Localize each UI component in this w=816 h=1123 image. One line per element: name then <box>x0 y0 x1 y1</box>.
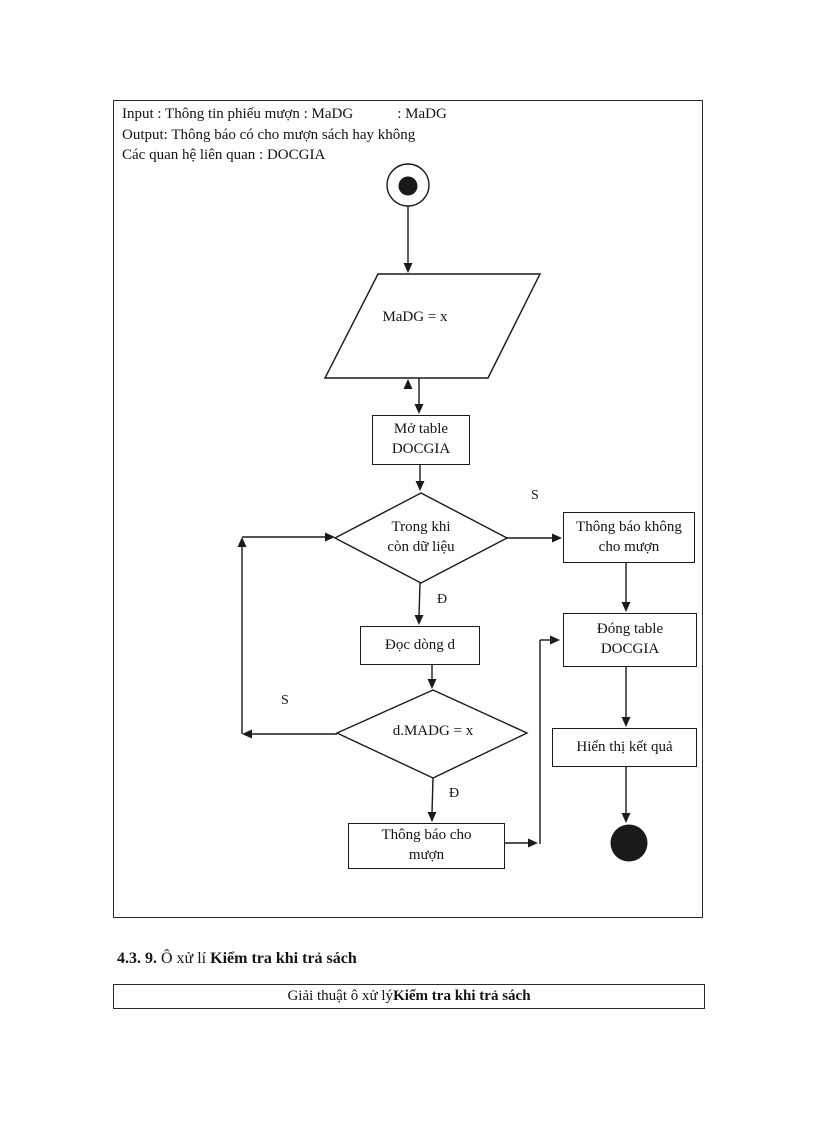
notify-yes-box: Thông báo cho mượn <box>348 823 505 869</box>
arrow-while-true <box>414 582 424 625</box>
connector-notifyyes-to-close <box>505 635 560 848</box>
input-line: Input : Thông tin phiếu mượn : MaDG : MaD… <box>122 104 697 125</box>
check-diamond-label: d.MADG = x <box>392 723 474 740</box>
input-line-extra: : MaDG <box>397 106 447 122</box>
arrow-check-true <box>427 777 437 822</box>
open-table-line2: DOCGIA <box>391 441 451 457</box>
show-result-box: Hiển thị kết quả <box>552 728 697 767</box>
section-heading-normal: Ô xử lí <box>157 950 211 967</box>
while-line1: Trong khi <box>391 519 451 536</box>
open-table-line1: Mở table <box>393 421 449 438</box>
io-spec-block: Input : Thông tin phiếu mượn : MaDG : MaD… <box>122 104 697 166</box>
section-heading-bold: Kiểm tra khi trả sách <box>210 950 357 967</box>
close-table-line2: DOCGIA <box>600 641 660 657</box>
notify-yes-line1: Thông báo cho <box>381 827 472 844</box>
branch-label-check-true: Đ <box>449 786 460 801</box>
section-number: 4.3. 9. <box>117 950 157 967</box>
flowchart-frame <box>113 100 703 918</box>
arrow-open-to-while <box>415 465 425 491</box>
while-line2: còn dữ liệu <box>387 539 455 555</box>
while-diamond <box>333 492 509 584</box>
arrow-read-to-check <box>427 665 437 689</box>
read-row-box: Đọc dòng d <box>360 626 480 665</box>
loopback-check-false <box>237 532 337 739</box>
relations-line: Các quan hệ liên quan : DOCGIA <box>122 147 326 163</box>
caption-box: Giải thuật ô xử lý Kiểm tra khi trả sách <box>113 984 705 1009</box>
section-heading: 4.3. 9. Ô xử lí Kiểm tra khi trả sách <box>117 950 677 968</box>
branch-label-check-false: S <box>281 693 289 708</box>
check-diamond <box>335 689 529 779</box>
output-line: Output: Thông báo có cho mượn sách hay k… <box>122 126 416 143</box>
arrow-while-false <box>507 533 562 543</box>
io-parallelogram-label: MaDG = x <box>382 309 448 326</box>
notify-no-line2: cho mượn <box>598 538 660 555</box>
open-table-box: Mở table DOCGIA <box>372 415 470 465</box>
end-node <box>610 824 648 862</box>
arrow-show-to-end <box>621 767 631 823</box>
branch-label-while-true: Đ <box>437 592 448 607</box>
arrow-notifyno-to-close <box>621 563 631 612</box>
while-diamond-label: Trong khi còn dữ liệu <box>361 515 481 561</box>
close-table-box: Đóng table DOCGIA <box>563 613 697 667</box>
notify-no-box: Thông báo không cho mượn <box>563 512 695 563</box>
start-node <box>386 163 430 207</box>
arrow-close-to-show <box>621 667 631 727</box>
caption-normal: Giải thuật ô xử lý <box>287 988 394 1004</box>
arrow-start-to-io <box>403 206 413 273</box>
notify-yes-line2: mượn <box>408 847 445 863</box>
arrow-io-to-open-table <box>403 378 424 414</box>
branch-label-while-false: S <box>531 488 539 503</box>
close-table-line1: Đóng table <box>596 621 664 638</box>
caption-bold: Kiểm tra khi trả sách <box>393 988 531 1004</box>
notify-no-line1: Thông báo không <box>576 518 682 535</box>
io-parallelogram <box>323 273 542 379</box>
start-node-dot <box>398 176 418 196</box>
input-line-main: Input : Thông tin phiếu mượn : MaDG <box>122 106 354 122</box>
